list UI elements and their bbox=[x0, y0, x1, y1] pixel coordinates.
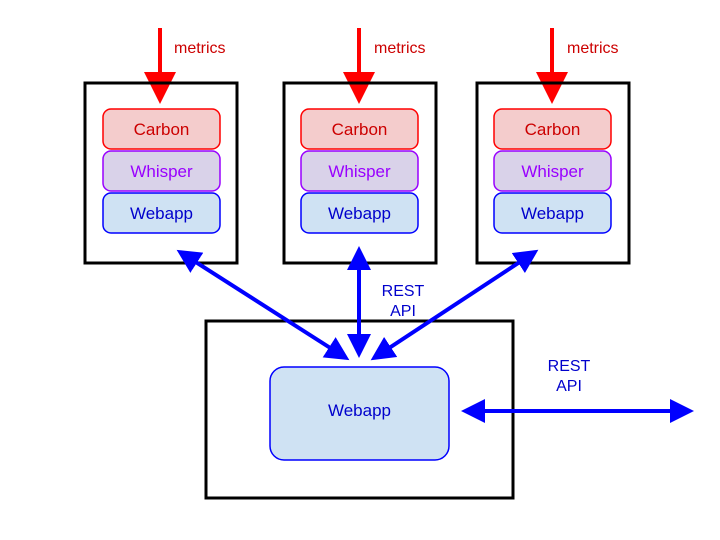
server-box-1 bbox=[83, 81, 239, 265]
webapp-box-1[interactable] bbox=[102, 192, 221, 234]
api-arrow-node-1 bbox=[176, 249, 350, 361]
api-connections bbox=[176, 246, 694, 423]
carbon-box-3[interactable] bbox=[493, 108, 612, 150]
node-2: metrics Carbon Whisper Webapp bbox=[282, 28, 438, 265]
whisper-label-3: Whisper bbox=[521, 162, 584, 181]
server-box-3 bbox=[475, 81, 631, 265]
whisper-label-2: Whisper bbox=[328, 162, 391, 181]
rest-api-external-line2: API bbox=[556, 378, 582, 395]
webapp-box-3[interactable] bbox=[493, 192, 612, 234]
metrics-label-2: metrics bbox=[374, 40, 426, 57]
whisper-box-1[interactable] bbox=[102, 150, 221, 192]
node-1: metrics Carbon Whisper Webapp bbox=[83, 28, 239, 265]
whisper-box-2[interactable] bbox=[300, 150, 419, 192]
whisper-box-3[interactable] bbox=[493, 150, 612, 192]
metrics-label-1: metrics bbox=[174, 40, 226, 57]
rest-api-internal-line1: REST bbox=[382, 283, 425, 300]
rest-api-label-external: REST API bbox=[548, 358, 591, 395]
webapp-label-1: Webapp bbox=[130, 204, 193, 223]
carbon-label-3: Carbon bbox=[525, 120, 581, 139]
carbon-box-2[interactable] bbox=[300, 108, 419, 150]
webapp-box-2[interactable] bbox=[300, 192, 419, 234]
metrics-label-3: metrics bbox=[567, 40, 619, 57]
node-3: metrics Carbon Whisper Webapp bbox=[475, 28, 631, 265]
webapp-label-3: Webapp bbox=[521, 204, 584, 223]
api-arrow-node-3 bbox=[370, 249, 539, 361]
carbon-label-2: Carbon bbox=[332, 120, 388, 139]
rest-api-external-line1: REST bbox=[548, 358, 591, 375]
carbon-box-1[interactable] bbox=[102, 108, 221, 150]
rest-api-label-internal: REST API bbox=[382, 283, 425, 320]
whisper-label-1: Whisper bbox=[130, 162, 193, 181]
frontend-webapp-box[interactable] bbox=[269, 366, 450, 461]
webapp-label-2: Webapp bbox=[328, 204, 391, 223]
carbon-label-1: Carbon bbox=[134, 120, 190, 139]
rest-api-internal-line2: API bbox=[390, 303, 416, 320]
frontend-webapp-label: Webapp bbox=[328, 401, 391, 420]
